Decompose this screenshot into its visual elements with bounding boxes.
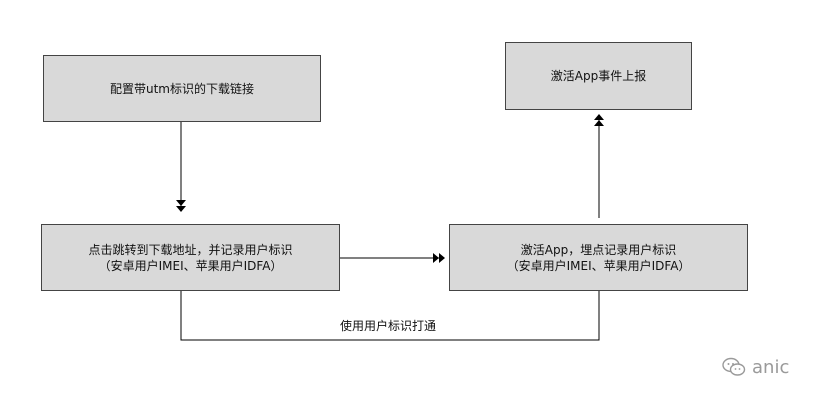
activate-track-line2: （安卓用户IMEI、苹果用户IDFA） [506, 258, 691, 273]
utm-link-box: 配置带utm标识的下载链接 [43, 55, 321, 122]
arrow-right-head-2 [439, 253, 445, 263]
arrow-up-head-1 [594, 114, 604, 120]
activate-report-box: 激活App事件上报 [505, 42, 692, 110]
activate-report-label: 激活App事件上报 [550, 69, 647, 83]
arrow-up-head-2 [594, 120, 604, 126]
activate-track-box: 激活App，埋点记录用户标识 （安卓用户IMEI、苹果用户IDFA） [449, 224, 748, 291]
activate-track-line1: 激活App，埋点记录用户标识 [520, 242, 677, 257]
arrow-right-head-1 [433, 253, 439, 263]
arrow-down-head-1 [176, 200, 186, 206]
click-jump-box: 点击跳转到下载地址，并记录用户标识 （安卓用户IMEI、苹果用户IDFA） [41, 224, 340, 291]
watermark-text: anic [752, 356, 790, 378]
arrow-down-head-2 [176, 206, 186, 212]
watermark: anic [722, 356, 789, 378]
click-jump-line1: 点击跳转到下载地址，并记录用户标识 [88, 242, 293, 257]
utm-link-label: 配置带utm标识的下载链接 [109, 81, 254, 96]
wechat-icon [722, 357, 746, 376]
connector-label: 使用用户标识打通 [340, 319, 437, 333]
link-id-connector [180, 291, 600, 341]
click-jump-line2: （安卓用户IMEI、苹果用户IDFA） [98, 258, 283, 273]
